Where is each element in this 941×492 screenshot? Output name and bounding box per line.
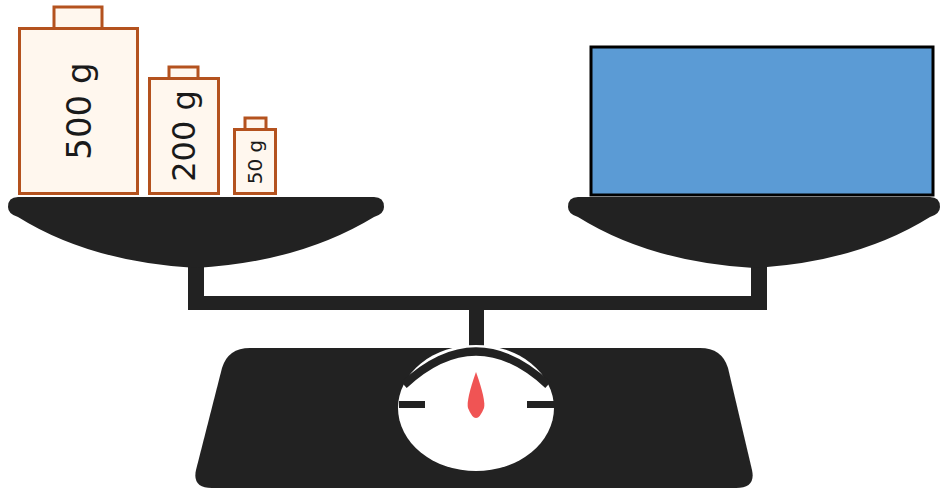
object-box	[591, 47, 933, 195]
weight-label: 200 g	[168, 90, 200, 182]
weight-label: 50 g	[245, 139, 265, 184]
right-pan	[568, 197, 940, 268]
weight-label: 500 g	[62, 62, 96, 159]
weight-block: 200 g	[148, 77, 220, 195]
dial-tick	[399, 401, 425, 408]
dial	[398, 345, 554, 471]
left-pan	[8, 197, 384, 268]
weight-knob	[54, 7, 102, 29]
weight-block: 50 g	[233, 128, 277, 195]
needle	[468, 372, 485, 418]
dial-tick	[527, 401, 554, 408]
weight-block: 500 g	[18, 27, 139, 195]
